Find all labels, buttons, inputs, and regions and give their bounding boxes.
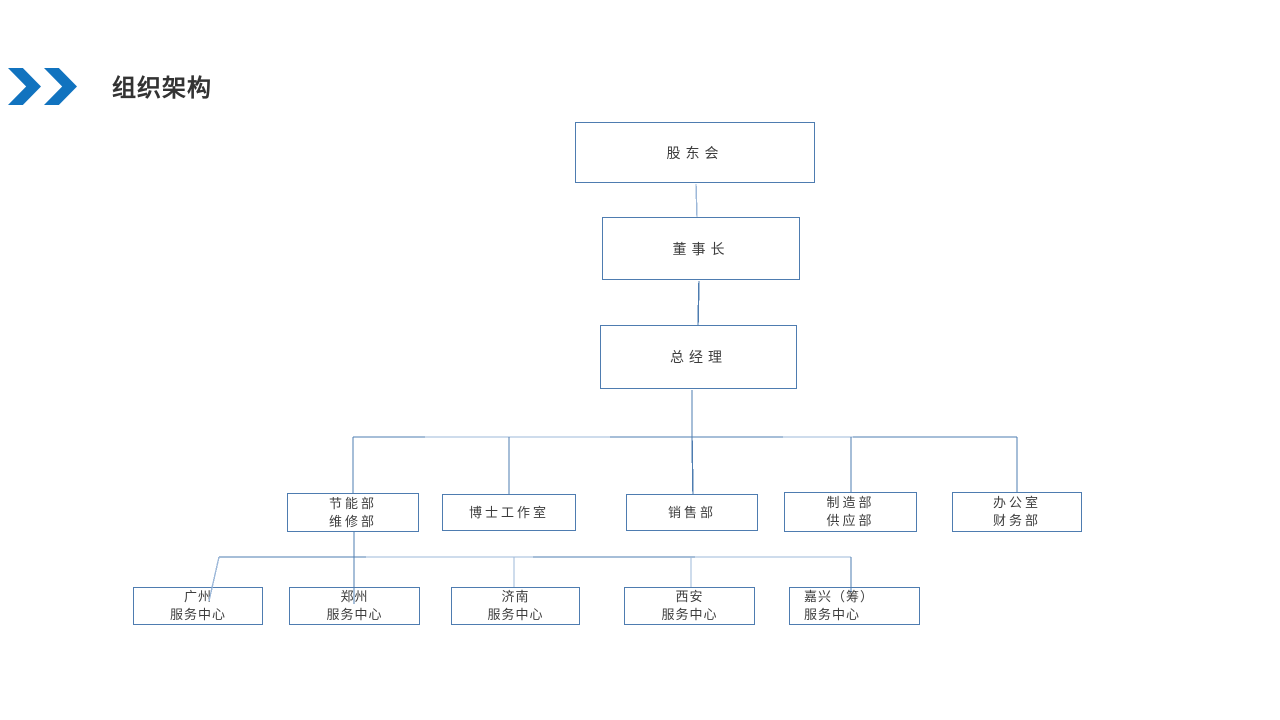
org-node-chairman: 董事长 [602,217,800,280]
org-node-label: 节能部 [328,495,377,511]
connector-shareholders-chairman [695,183,698,218]
org-node-label: 广州 [183,589,212,604]
connector-drop-sales [691,436,694,495]
org-node-label: 服务中心 [661,607,718,622]
org-node-jinan-service-center: 济南 服务中心 [451,587,580,625]
org-node-label: 办公室 [992,495,1041,510]
org-node-label: 财务部 [992,513,1041,528]
org-node-label: 服务中心 [326,607,383,622]
org-node-label: 制造部 [826,495,875,510]
org-node-label: 总经理 [670,349,727,365]
org-node-guangzhou-service-center: 广州 服务中心 [133,587,263,625]
org-node-label: 博士工作室 [468,504,549,520]
org-node-label: 服务中心 [169,607,226,622]
org-node-zhengzhou-service-center: 郑州 服务中心 [289,587,420,625]
org-node-label: 嘉兴（筹） [804,589,875,604]
chevron-right-icon [8,68,41,105]
org-node-sales-dept: 销售部 [626,494,758,531]
org-node-label: 服务中心 [487,607,544,622]
page-title: 组织架构 [112,75,212,102]
org-node-label: 维修部 [328,513,377,529]
org-node-office-finance-dept: 办公室 财务部 [952,492,1082,532]
org-node-jiaxing-service-center: 嘉兴（筹） 服务中心 [789,587,920,625]
chevron-right-icon [44,68,77,105]
org-node-label: 郑州 [340,589,369,604]
org-node-label: 服务中心 [804,607,861,622]
org-node-general-manager: 总经理 [600,325,797,389]
org-node-energy-maintenance-dept: 节能部 维修部 [287,493,419,532]
org-node-label: 供应部 [826,513,875,528]
org-node-shareholders: 股东会 [575,122,815,183]
org-node-label: 股东会 [666,144,724,161]
org-node-phd-studio: 博士工作室 [442,494,576,531]
org-node-label: 董事长 [672,240,730,257]
org-node-label: 西安 [675,589,704,604]
org-node-label: 销售部 [667,504,716,520]
org-node-manufacturing-supply-dept: 制造部 供应部 [784,492,917,532]
connector-chairman-gm [697,280,700,326]
org-node-label: 济南 [501,589,530,604]
org-node-xian-service-center: 西安 服务中心 [624,587,755,625]
